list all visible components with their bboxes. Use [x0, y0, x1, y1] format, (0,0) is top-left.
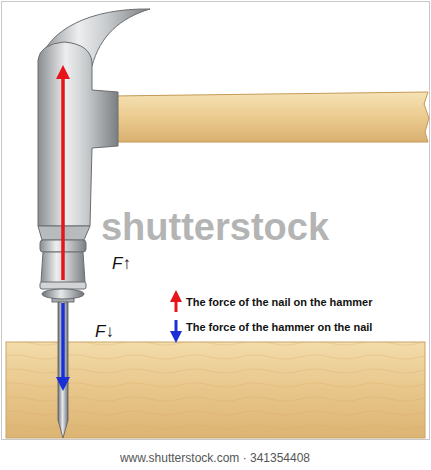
- force-arrow-down: [61, 303, 65, 384]
- wood-grain: [6, 342, 425, 438]
- hammer-face-rim: [40, 282, 86, 289]
- force-label: F↓: [95, 322, 114, 342]
- watermark-url: www.shutterstock.com · 341354408: [120, 451, 310, 465]
- watermark: shutterstock: [101, 206, 329, 249]
- frame: [2, 2, 430, 440]
- force-label: F↑: [112, 254, 131, 274]
- legend-arrow-red: [175, 296, 178, 312]
- legend-arrow-blue: [175, 320, 178, 337]
- nail-shank: [58, 298, 68, 438]
- nail-head: [42, 289, 84, 299]
- hammer-head: [38, 42, 118, 226]
- hammer-handle: [112, 92, 429, 142]
- legend-text: The force of the hammer on the nail: [186, 321, 372, 333]
- wood-board: [6, 342, 425, 438]
- force-arrow-up: [61, 72, 65, 280]
- legend-text: The force of the nail on the hammer: [186, 296, 372, 308]
